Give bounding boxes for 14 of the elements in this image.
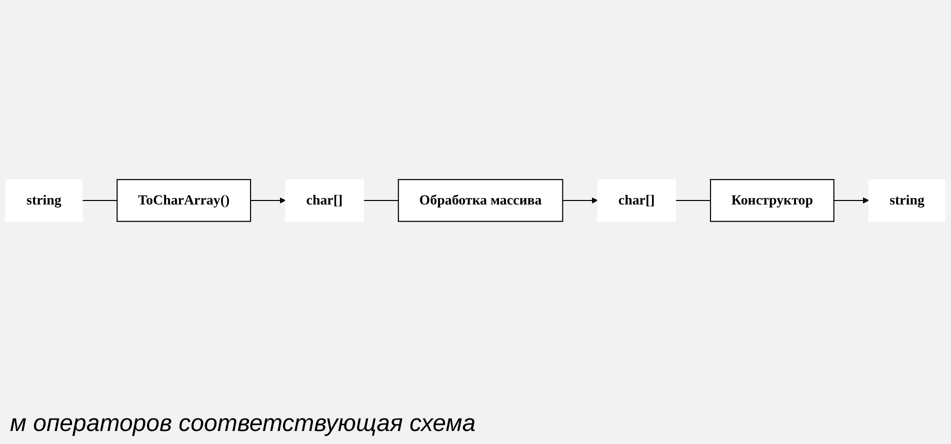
connector (364, 199, 398, 201)
node-box: Конструктор (710, 178, 834, 222)
node-box: Обработка массива (398, 178, 564, 222)
connector (676, 199, 710, 201)
node-box: string (5, 178, 83, 222)
arrow (834, 196, 869, 204)
arrow (250, 196, 286, 204)
caption-text: м операторов соответствующая схема (10, 410, 476, 438)
arrow (562, 196, 598, 204)
node-box: string (868, 178, 946, 222)
node-box: char[] (597, 178, 676, 222)
connector (82, 199, 118, 201)
node-box: ToCharArray() (116, 178, 252, 222)
node-box: char[] (285, 178, 364, 222)
